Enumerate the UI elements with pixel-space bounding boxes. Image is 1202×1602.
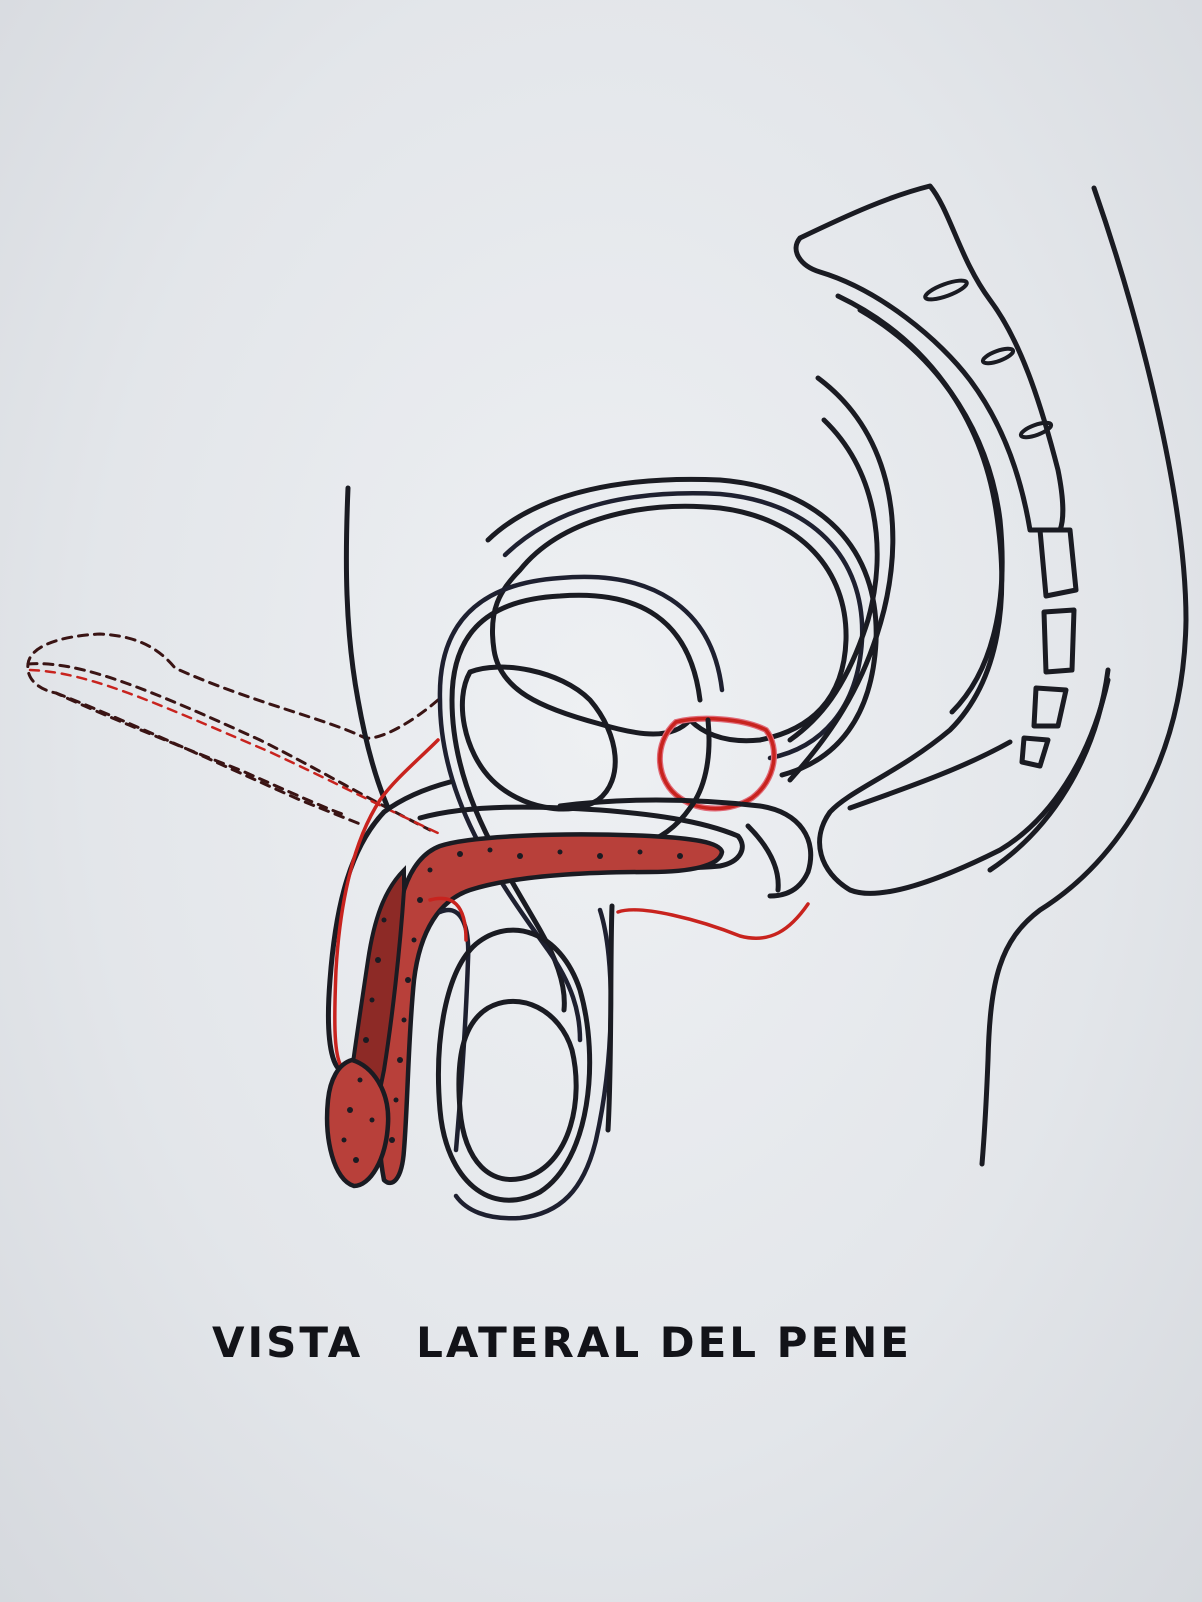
pubic-symphysis (462, 667, 615, 809)
gluteal-fold (990, 670, 1108, 870)
bladder (488, 479, 876, 775)
scrotum-and-testis (439, 904, 809, 1218)
diagram-caption: VISTA LATERAL DEL PENE (212, 1318, 912, 1367)
abdominal-wall-line (346, 488, 388, 808)
